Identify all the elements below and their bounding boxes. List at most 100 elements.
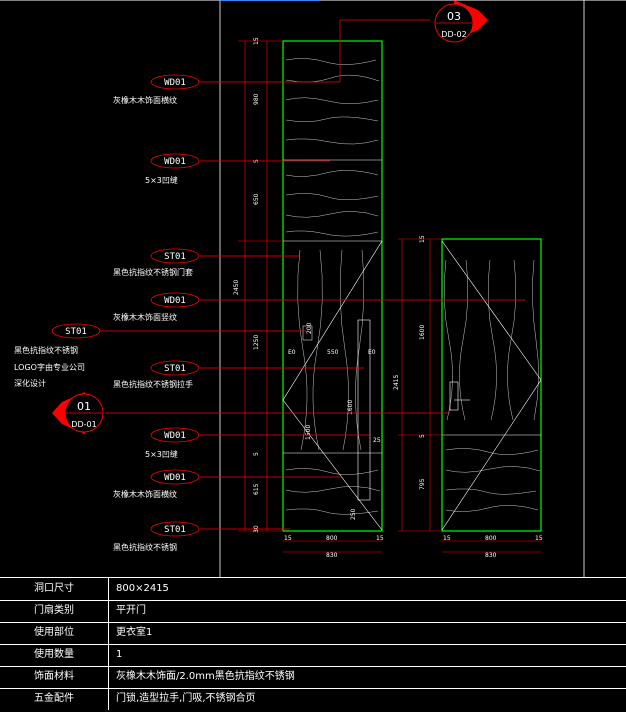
callout-8-tag: ST01 xyxy=(164,525,186,535)
door-front-grain-top xyxy=(285,58,380,145)
door-front-swing-lines xyxy=(282,240,383,531)
dim-handle-4: 1600 xyxy=(347,400,354,415)
table-value: 平开门 xyxy=(116,605,146,616)
dim-bottom-left-3: 830 xyxy=(326,552,338,559)
door-side-grain-vertical xyxy=(443,259,539,421)
callout-1-tag: WD01 xyxy=(164,157,186,167)
door-side-outline xyxy=(441,238,542,532)
callout-2: ST01 黑色抗指纹不锈钢门套 xyxy=(113,248,200,277)
callout-4: ST01 黑色抗指纹不锈钢 LOGO字由专业公司 深化设计 xyxy=(14,323,101,388)
callout-2-text: 黑色抗指纹不锈钢门套 xyxy=(113,267,193,277)
dim-handle-2: 550 xyxy=(327,349,339,356)
door-side-swing-lines xyxy=(441,240,542,531)
table-key: 使用部位 xyxy=(0,622,109,644)
callout-3: WD01 灰橡木木饰面竖纹 xyxy=(113,292,200,322)
table-row: 五金配件 门锁,造型拉手,门吸,不锈钢合页 xyxy=(0,688,626,710)
dim-bottom-left-1: 800 xyxy=(326,535,338,542)
dim-bottom-right-3: 830 xyxy=(485,552,497,559)
dimension-lines xyxy=(238,40,541,553)
callout-6-tag: WD01 xyxy=(164,431,186,441)
dims-handle: 200 E0 550 E0 1600 1500 25 250 xyxy=(288,322,381,520)
table-value: 800×2415 xyxy=(116,583,169,594)
dims-right-stack: 15 1600 2415 5 795 xyxy=(393,235,426,490)
dim-left-6: 5 xyxy=(253,452,260,456)
door-elevation-side xyxy=(441,238,542,532)
table-row: 使用数量 1 xyxy=(0,644,626,667)
callout-8: ST01 黑色抗指纹不锈钢 xyxy=(113,521,200,552)
callout-6-text: 5×3凹缝 xyxy=(145,449,178,459)
dim-right-3: 5 xyxy=(419,434,426,438)
callout-6: WD01 5×3凹缝 xyxy=(145,427,200,459)
dim-left-5: 1250 xyxy=(253,335,260,350)
table-key: 饰面材料 xyxy=(0,666,109,688)
dim-handle-7: 250 xyxy=(350,508,357,520)
dim-handle-6: 25 xyxy=(373,437,381,444)
table-key: 洞口尺寸 xyxy=(0,578,109,600)
dims-bottom: 15 800 15 830 15 800 15 830 xyxy=(284,535,543,559)
table-row: 饰面材料 灰橡木木饰面/2.0mm黑色抗指纹不锈钢 xyxy=(0,666,626,689)
table-row: 洞口尺寸 800×2415 xyxy=(0,578,626,601)
door-schedule-table: 洞口尺寸 800×2415 门扇类别 平开门 使用部位 更衣室1 使用数量 1 … xyxy=(0,577,626,712)
dim-bottom-left-2: 15 xyxy=(376,535,384,542)
table-key: 五金配件 xyxy=(0,688,109,710)
leader-lines xyxy=(100,19,525,530)
dim-handle-5: 1500 xyxy=(305,425,312,440)
door-side-grain-bottom xyxy=(445,448,541,512)
callout-1-text: 5×3凹缝 xyxy=(145,175,178,185)
dim-bottom-right-0: 15 xyxy=(443,535,451,542)
table-row: 门扇类别 平开门 xyxy=(0,600,626,623)
dim-left-0: 15 xyxy=(253,37,260,45)
door-front-handle xyxy=(357,319,371,501)
callouts: WD01 灰橡木木饰面横纹 WD01 5×3凹缝 ST01 黑色抗指纹不锈钢门套… xyxy=(14,74,200,552)
door-elevation-front xyxy=(282,40,383,532)
dim-bottom-left-0: 15 xyxy=(284,535,292,542)
dim-left-1: 980 xyxy=(253,93,260,105)
callout-4-tag: ST01 xyxy=(65,327,87,337)
callout-3-tag: WD01 xyxy=(164,296,186,306)
callout-3-text: 灰橡木木饰面竖纹 xyxy=(113,312,177,322)
section-left-ref: DD-01 xyxy=(71,420,96,429)
dim-right-1: 1600 xyxy=(419,325,426,340)
door-front-grain-vertical xyxy=(297,249,365,451)
dim-bottom-right-2: 15 xyxy=(535,535,543,542)
callout-0: WD01 灰橡木木饰面横纹 xyxy=(113,74,200,105)
door-elevation-drawing: 15 980 5 650 2450 1250 5 615 30 15 1600 … xyxy=(0,0,626,577)
callout-7-tag: WD01 xyxy=(164,473,186,483)
table-key: 门扇类别 xyxy=(0,600,109,622)
callout-7: WD01 灰橡木木饰面横纹 xyxy=(113,469,200,499)
dim-right-0: 15 xyxy=(419,235,426,243)
table-value: 门锁,造型拉手,门吸,不锈钢合页 xyxy=(116,693,256,704)
dim-handle-3: E0 xyxy=(368,349,376,356)
section-left-num: 01 xyxy=(77,400,91,413)
callout-4-line3: 深化设计 xyxy=(14,378,46,388)
section-bubble-top: 03 DD-02 xyxy=(434,0,488,43)
callout-2-tag: ST01 xyxy=(164,252,186,262)
table-value: 1 xyxy=(116,649,123,660)
table-key: 使用数量 xyxy=(0,644,109,666)
callout-5-text: 黑色抗指纹不锈钢拉手 xyxy=(113,379,193,389)
dim-right-2: 2415 xyxy=(393,375,400,390)
dim-handle-0: 200 xyxy=(306,322,313,334)
door-side-lock xyxy=(449,381,459,411)
dim-handle-1: E0 xyxy=(288,349,296,356)
dim-bottom-right-1: 800 xyxy=(485,535,497,542)
table-value: 更衣室1 xyxy=(116,627,153,638)
table-value: 灰橡木木饰面/2.0mm黑色抗指纹不锈钢 xyxy=(116,671,295,682)
callout-0-text: 灰橡木木饰面横纹 xyxy=(113,95,177,105)
callout-5-tag: ST01 xyxy=(164,364,186,374)
section-top-num: 03 xyxy=(447,10,461,23)
section-bubble-left: 01 DD-01 xyxy=(52,392,104,434)
dims-left-stack: 15 980 5 650 2450 1250 5 615 30 xyxy=(233,37,260,533)
dim-left-3: 650 xyxy=(253,193,260,205)
callout-5: ST01 黑色抗指纹不锈钢拉手 xyxy=(113,360,200,389)
callout-4-text: 黑色抗指纹不锈钢 xyxy=(14,345,78,355)
dim-right-4: 795 xyxy=(419,478,426,490)
door-front-logo-plate xyxy=(302,325,313,341)
door-front-outline xyxy=(282,40,383,532)
callout-7-text: 灰橡木木饰面横纹 xyxy=(113,489,177,499)
dim-left-4: 2450 xyxy=(233,280,240,295)
door-front-grain-bottom xyxy=(285,468,381,515)
table-row: 使用部位 更衣室1 xyxy=(0,622,626,645)
callout-4-line2: LOGO字由专业公司 xyxy=(14,362,85,372)
callout-8-text: 黑色抗指纹不锈钢 xyxy=(113,542,177,552)
